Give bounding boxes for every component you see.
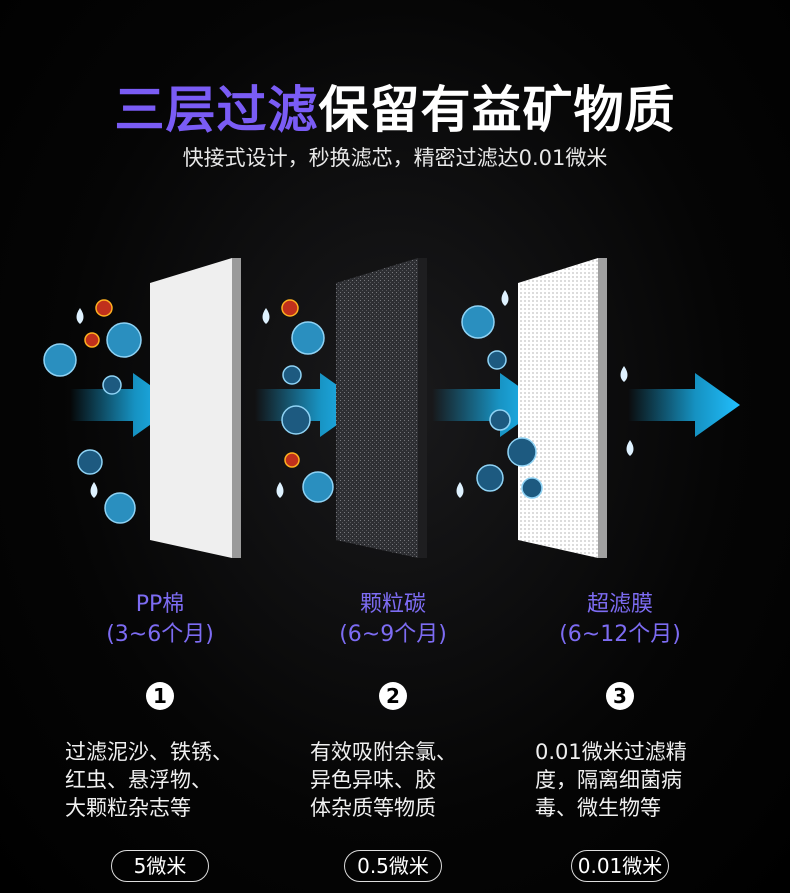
red-particle-icon [95, 299, 113, 317]
description-line: 毒、微生物等 [535, 796, 661, 820]
filter-lifespan: (6~9个月) [339, 622, 447, 647]
water-drop-icon [626, 440, 634, 456]
description-line: 异色异味、胶 [310, 768, 436, 792]
water-drop-icon [76, 308, 84, 324]
filtration-illustration [43, 258, 740, 558]
step-number-badge: 2 [379, 682, 407, 710]
precision-badge: 0.5微米 [344, 850, 442, 882]
bacteria-icon [104, 492, 136, 524]
description-line: 有效吸附余氯、 [310, 740, 457, 764]
bacteria-icon [77, 449, 103, 475]
description-line: 度，隔离细菌病 [535, 768, 682, 792]
bacteria-icon [507, 437, 537, 467]
bacteria-icon [302, 471, 334, 503]
page-title: 三层过滤保留有益矿物质 [0, 70, 790, 142]
description-line: 0.01微米过滤精 [535, 740, 687, 764]
filter-description: 过滤泥沙、铁锈、红虫、悬浮物、大颗粒杂志等 [40, 738, 280, 822]
title-rest: 保留有益矿物质 [318, 81, 676, 139]
water-flow-arrow [628, 373, 740, 437]
water-drop-icon [276, 482, 284, 498]
carbon-panel [336, 258, 427, 558]
bacteria-icon [43, 343, 77, 377]
filter-column: PP棉 (3~6个月) 1 过滤泥沙、铁锈、红虫、悬浮物、大颗粒杂志等 5微米 [40, 590, 280, 882]
bacteria-icon [102, 375, 122, 395]
filter-name: PP棉 [135, 592, 185, 617]
filter-name: 超滤膜 [586, 592, 653, 617]
water-drop-icon [262, 308, 270, 324]
bacteria-icon [461, 305, 495, 339]
bacteria-icon [489, 409, 511, 431]
filter-name: 颗粒碳 [359, 592, 426, 617]
filter-description: 0.01微米过滤精度，隔离细菌病毒、微生物等 [500, 738, 740, 822]
step-number-badge: 1 [146, 682, 174, 710]
description-line: 红虫、悬浮物、 [65, 768, 212, 792]
description-line: 过滤泥沙、铁锈、 [65, 740, 233, 764]
page-subtitle: 快接式设计，秒换滤芯，精密过滤达0.01微米 [182, 146, 608, 170]
red-particle-icon [281, 299, 299, 317]
bacteria-icon [282, 365, 302, 385]
filter-description: 有效吸附余氯、异色异味、胶体杂质等物质 [273, 738, 513, 822]
water-drop-icon [90, 482, 98, 498]
membrane-panel [518, 258, 607, 558]
water-drop-icon [620, 366, 628, 382]
bacteria-icon [281, 405, 311, 435]
filter-lifespan: (6~12个月) [559, 622, 681, 647]
red-particle-icon [284, 452, 300, 468]
filter-column: 颗粒碳 (6~9个月) 2 有效吸附余氯、异色异味、胶体杂质等物质 0.5微米 [273, 590, 513, 882]
water-drop-icon [456, 482, 464, 498]
pp-cotton-panel [150, 258, 241, 558]
water-drop-icon [501, 290, 509, 306]
filter-column: 超滤膜 (6~12个月) 3 0.01微米过滤精度，隔离细菌病毒、微生物等 0.… [500, 590, 740, 882]
description-line: 体杂质等物质 [310, 796, 436, 820]
bacteria-icon [476, 464, 504, 492]
red-particle-icon [84, 332, 100, 348]
title-highlight: 三层过滤 [114, 81, 319, 139]
bacteria-icon [487, 350, 507, 370]
bacteria-icon [291, 321, 325, 355]
water-flow-arrow [432, 373, 545, 437]
step-number-badge: 3 [606, 682, 634, 710]
bacteria-icon [106, 322, 142, 358]
bacteria-icon [521, 477, 543, 499]
precision-badge: 5微米 [111, 850, 209, 882]
description-line: 大颗粒杂志等 [65, 796, 191, 820]
filter-lifespan: (3~6个月) [106, 622, 214, 647]
precision-badge: 0.01微米 [571, 850, 669, 882]
